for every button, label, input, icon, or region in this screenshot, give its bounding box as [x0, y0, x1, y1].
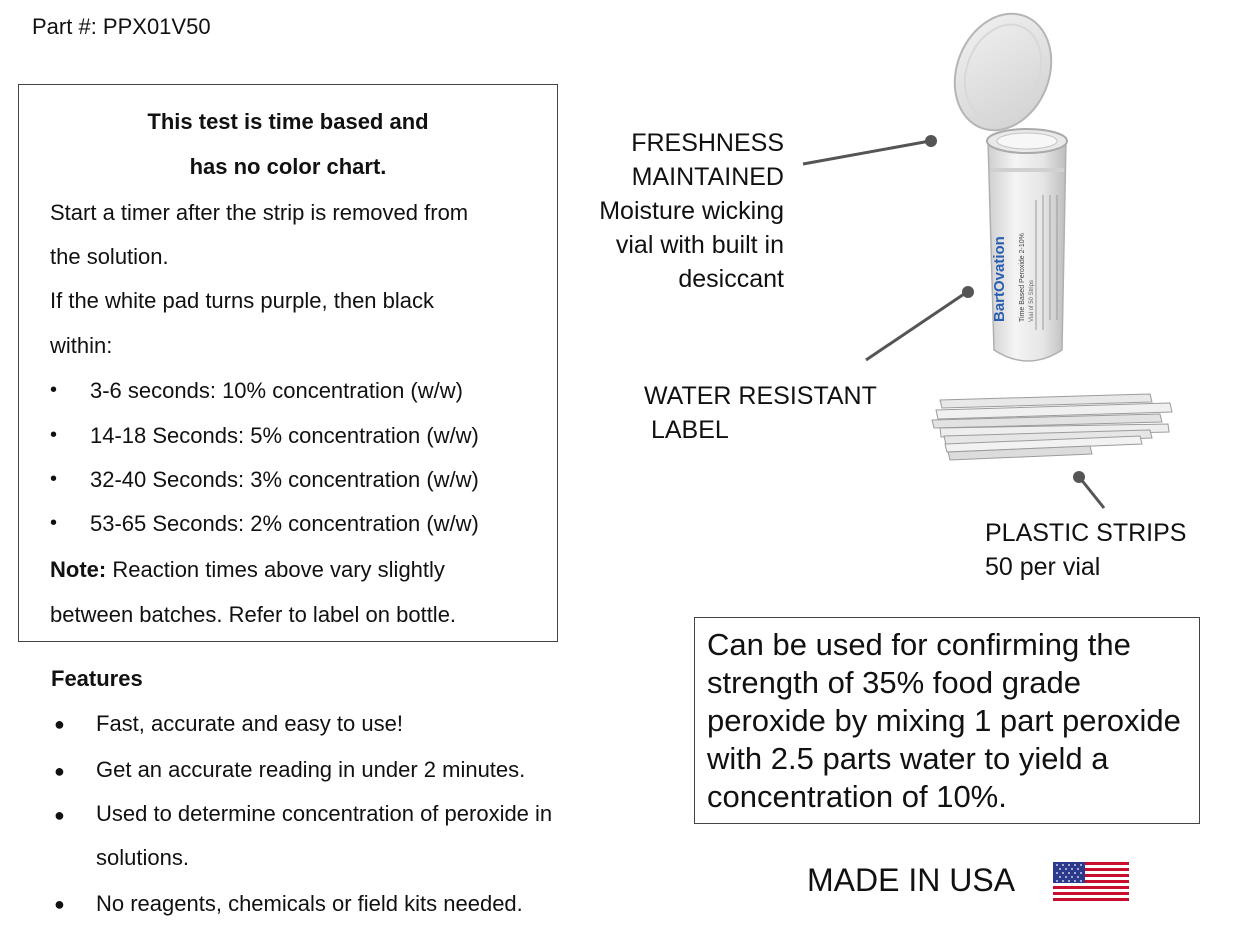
bullet-icon: • — [50, 468, 58, 490]
callout-line: PLASTIC STRIPS — [985, 519, 1187, 547]
callout-line: 50 per vial — [985, 553, 1101, 581]
time-range-item: 14-18 Seconds: 5% concentration (w/w) — [90, 423, 479, 448]
feature-item-continued: solutions. — [96, 845, 189, 870]
test-heading-line2: has no color chart. — [189, 154, 387, 179]
vial-body: BartOvation Time Based Peroxide 2-10% Vi… — [986, 128, 1068, 362]
plastic-strips — [931, 393, 1173, 461]
instruction-line: within: — [50, 333, 113, 358]
bullet-icon: ● — [54, 805, 65, 825]
part-number: Part #: PPX01V50 — [32, 14, 211, 39]
note-text: Reaction times above vary slightly — [106, 557, 445, 582]
instruction-line: If the white pad turns purple, then blac… — [50, 288, 435, 313]
feature-item: No reagents, chemicals or field kits nee… — [96, 891, 523, 916]
usage-info-box: Can be used for confirming the strength … — [694, 617, 1200, 824]
instruction-line: Start a timer after the strip is removed… — [50, 200, 469, 225]
bullet-icon: ● — [54, 894, 65, 914]
callout-line: Moisture wicking — [599, 197, 784, 225]
vial-title-text: Time Based Peroxide 2-10% — [1019, 233, 1026, 322]
test-heading-line1: This test is time based and — [147, 109, 429, 134]
callout-line: MAINTAINED — [631, 163, 784, 191]
pointer-lines — [802, 135, 1106, 509]
vial-brand-text: BartOvation — [991, 236, 1008, 322]
vial-lid — [953, 12, 1053, 132]
vial-sub-text: Vial of 50 Strips — [1029, 280, 1035, 322]
instruction-line: the solution. — [50, 244, 169, 269]
feature-item: Used to determine concentration of perox… — [96, 801, 553, 826]
test-instructions-box: This test is time based and has no color… — [18, 84, 558, 642]
callout-line: LABEL — [644, 416, 729, 444]
callout-line: vial with built in — [615, 231, 784, 259]
us-flag-icon — [1053, 862, 1129, 901]
time-range-item: 3-6 seconds: 10% concentration (w/w) — [90, 378, 463, 403]
water-resistant-callout: WATER RESISTANT LABEL — [644, 379, 877, 447]
callout-line: WATER RESISTANT — [644, 382, 877, 410]
feature-item: Get an accurate reading in under 2 minut… — [96, 757, 526, 782]
callout-line: FRESHNESS — [631, 129, 784, 157]
bullet-icon: • — [50, 379, 58, 401]
bullet-icon: ● — [54, 761, 65, 781]
time-range-item: 32-40 Seconds: 3% concentration (w/w) — [90, 467, 479, 492]
note-line-2: between batches. Refer to label on bottl… — [50, 602, 457, 627]
bullet-icon: • — [50, 512, 58, 534]
feature-item: Fast, accurate and easy to use! — [96, 711, 403, 736]
plastic-strips-callout: PLASTIC STRIPS 50 per vial — [985, 516, 1186, 584]
callout-line: desiccant — [678, 265, 784, 293]
usage-info-text: Can be used for confirming the strength … — [707, 627, 1181, 814]
made-in-usa-text: MADE IN USA — [807, 862, 1016, 898]
bullet-icon: • — [50, 424, 58, 446]
time-range-item: 53-65 Seconds: 2% concentration (w/w) — [90, 511, 479, 536]
bullet-icon: ● — [54, 714, 65, 734]
features-title: Features — [51, 666, 143, 691]
note-line: Note: Reaction times above vary slightly — [50, 557, 445, 583]
note-label: Note: — [50, 557, 107, 582]
freshness-callout: FRESHNESS MAINTAINED Moisture wicking vi… — [560, 126, 784, 296]
